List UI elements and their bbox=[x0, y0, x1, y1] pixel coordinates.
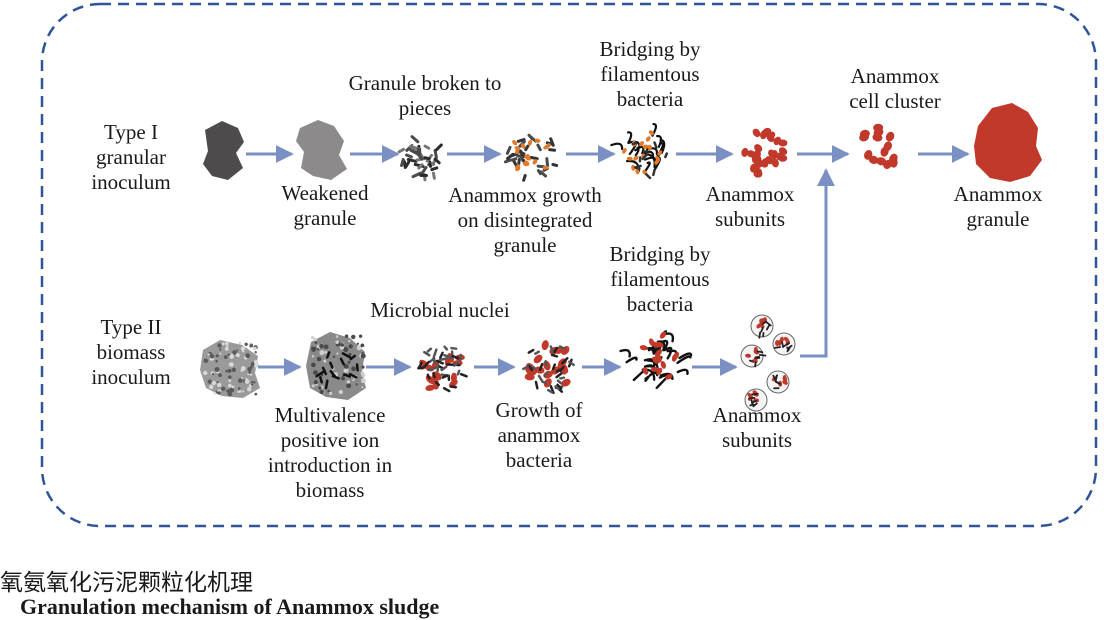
caption-chinese: 氧氨氧化污泥颗粒化机理 bbox=[0, 563, 253, 597]
type1-granule-shape bbox=[203, 121, 244, 180]
anammox-growth-disintegrated-shape bbox=[505, 135, 556, 180]
anammox-subunits-2-shape bbox=[741, 315, 795, 411]
anammox-subunits-1-shape bbox=[740, 127, 788, 178]
bridging-granule-1-shape bbox=[611, 124, 666, 178]
label-nuclei: Microbial nuclei bbox=[340, 298, 540, 323]
caption-english: Granulation mechanism of Anammox sludge bbox=[20, 594, 439, 620]
broken-pieces-shape bbox=[399, 137, 441, 180]
weakened-granule-shape bbox=[296, 120, 347, 180]
anammox-granule-shape bbox=[974, 103, 1042, 182]
anammox-cell-cluster-shape bbox=[858, 123, 899, 170]
bridging-granule-2-shape bbox=[621, 330, 691, 387]
type2-biomass-shape bbox=[200, 340, 260, 398]
multivalence-biomass-shape bbox=[306, 332, 366, 400]
growth-anammox-shape bbox=[523, 339, 573, 392]
microbial-nuclei-shape bbox=[418, 347, 467, 392]
